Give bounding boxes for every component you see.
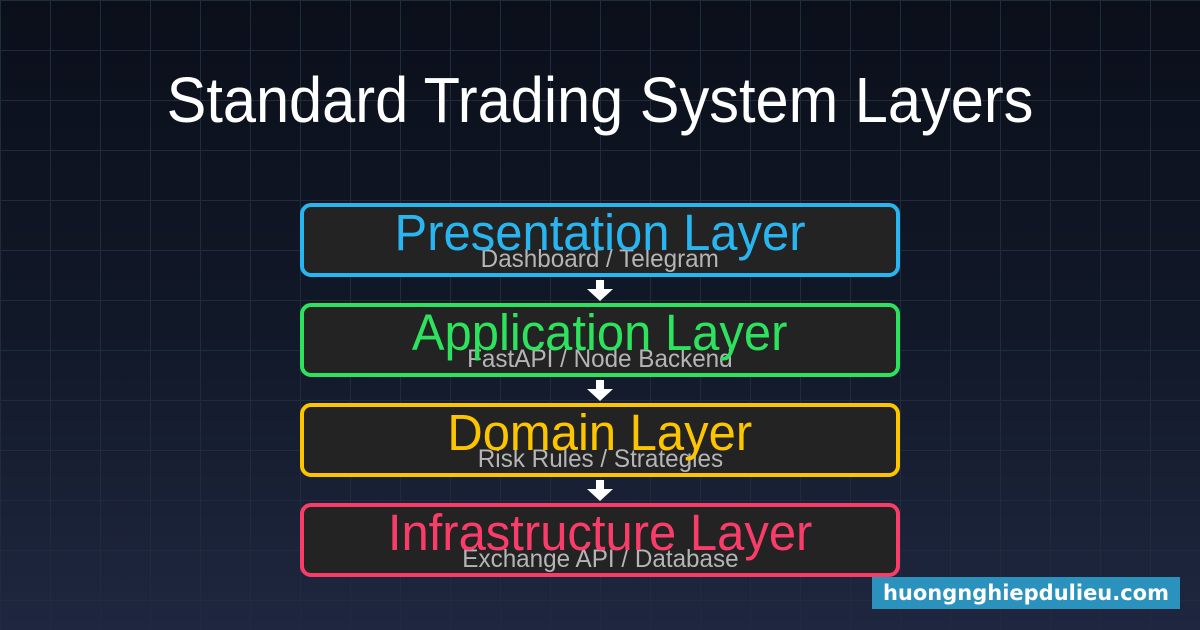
down-arrow-icon — [587, 379, 613, 401]
down-arrow-icon — [587, 479, 613, 501]
layer-subtitle: Dashboard / Telegram — [480, 245, 720, 273]
layer-subtitle: FastAPI / Node Backend — [467, 345, 733, 373]
layer-name: Infrastructure Layer — [387, 504, 813, 561]
layer-box-application: Application Layer FastAPI / Node Backend — [300, 303, 900, 377]
layer-box-presentation: Presentation Layer Dashboard / Telegram — [300, 203, 900, 277]
layer-box-domain: Domain Layer Risk Rules / Strategies — [300, 403, 900, 477]
arrow-gap — [300, 477, 900, 503]
layer-name: Domain Layer — [447, 404, 753, 461]
arrow-gap — [300, 277, 900, 303]
layer-subtitle: Exchange API / Database — [461, 545, 739, 573]
layer-subtitle: Risk Rules / Strategies — [477, 445, 723, 473]
page-title: Standard Trading System Layers — [0, 66, 1200, 134]
down-arrow-icon — [587, 279, 613, 301]
arrow-gap — [300, 377, 900, 403]
layer-stack: Presentation Layer Dashboard / Telegram … — [300, 203, 900, 577]
watermark-badge: huongnghiepdulieu.com — [871, 577, 1180, 609]
page-title-text: Standard Trading System Layers — [166, 64, 1034, 136]
layer-name: Presentation Layer — [394, 204, 806, 261]
layer-name: Application Layer — [412, 304, 788, 361]
layer-box-infrastructure: Infrastructure Layer Exchange API / Data… — [300, 503, 900, 577]
